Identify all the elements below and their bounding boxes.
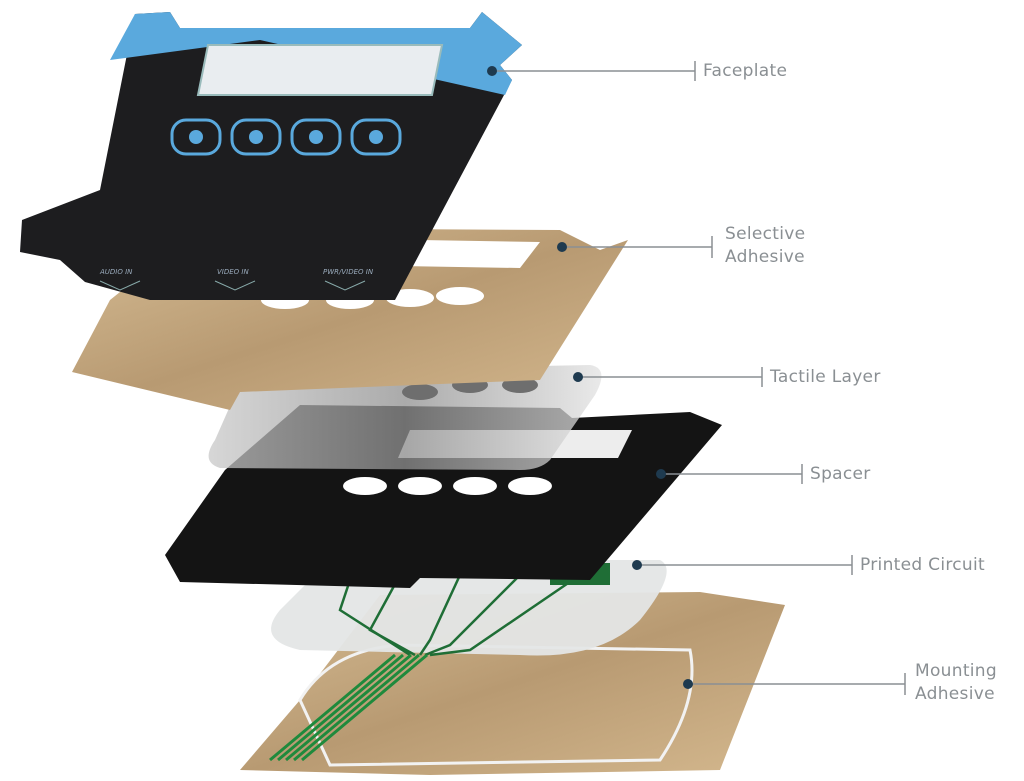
faceplate-layer bbox=[20, 12, 522, 300]
label-text: Adhesive bbox=[915, 684, 995, 704]
label-text: Mounting bbox=[915, 661, 997, 681]
label-text: Faceplate bbox=[703, 61, 788, 81]
callout-dots bbox=[487, 66, 693, 689]
circuit-tail bbox=[269, 653, 428, 762]
callout-lines bbox=[492, 61, 906, 695]
faceplate-display-window bbox=[196, 44, 444, 96]
tactile-layer bbox=[208, 365, 602, 470]
faceplate-port-pwr-video: PWR/VIDEO IN bbox=[323, 268, 374, 276]
label-spacer: Spacer bbox=[810, 463, 871, 486]
faceplate-port-audio: AUDIO IN bbox=[100, 268, 133, 276]
circuit-traces bbox=[338, 573, 581, 657]
label-faceplate: Faceplate bbox=[703, 60, 787, 83]
label-text: Selective bbox=[725, 224, 806, 244]
label-printed-circuit: Printed Circuit bbox=[860, 554, 985, 577]
label-text: Spacer bbox=[810, 464, 871, 484]
label-text: Printed Circuit bbox=[860, 555, 985, 575]
label-text: Adhesive bbox=[725, 247, 805, 267]
label-text: Tactile Layer bbox=[770, 367, 881, 387]
spacer-button-holes bbox=[343, 477, 552, 495]
faceplate-port-video: VIDEO IN bbox=[217, 268, 249, 276]
faceplate-buttons bbox=[170, 118, 402, 156]
label-tactile-layer: Tactile Layer bbox=[770, 366, 881, 389]
